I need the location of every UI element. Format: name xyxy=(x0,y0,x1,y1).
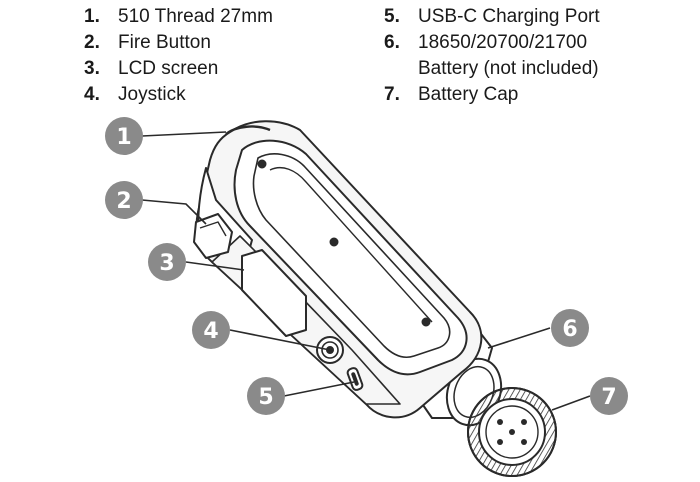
legend-num: 3. xyxy=(84,58,100,79)
callout-2: 2 xyxy=(105,181,143,219)
legend-num: 7. xyxy=(384,84,400,105)
legend-label: 18650/20700/21700 xyxy=(418,32,588,53)
leader-line-4 xyxy=(229,329,331,351)
callout-number: 5 xyxy=(258,385,273,410)
leader-line-7 xyxy=(551,395,591,411)
callout-1: 1 xyxy=(105,117,143,155)
legend-item-2: 2. Fire Button xyxy=(84,30,273,56)
callout-number: 4 xyxy=(203,319,218,344)
callout-5: 5 xyxy=(247,377,285,415)
legend-num: 4. xyxy=(84,84,100,105)
legend-label: Battery (not included) xyxy=(418,58,599,79)
leader-line-3 xyxy=(185,261,245,271)
callout-7: 7 xyxy=(590,377,628,415)
leader-line-6 xyxy=(487,327,551,349)
legend-item-1: 1. 510 Thread 27mm xyxy=(84,4,273,30)
leader-lines xyxy=(141,131,591,411)
screw xyxy=(257,159,267,169)
legend-right: 5. USB-C Charging Port 6. 18650/20700/21… xyxy=(384,4,600,108)
leader-line-5 xyxy=(283,381,355,397)
legend-item-6-cont: Battery (not included) xyxy=(384,56,600,82)
leader-line-1 xyxy=(141,131,227,137)
callout-3: 3 xyxy=(148,243,186,281)
legend-left: 1. 510 Thread 27mm 2. Fire Button 3. LCD… xyxy=(84,4,273,108)
legend-label: Fire Button xyxy=(118,32,211,53)
grip-ridge xyxy=(269,166,433,323)
fire-button xyxy=(193,213,233,259)
callout-number: 3 xyxy=(159,251,174,276)
callout-number: 6 xyxy=(562,317,577,342)
legend-label: USB-C Charging Port xyxy=(418,6,600,27)
callout-6: 6 xyxy=(551,309,589,347)
legend-label: 510 Thread 27mm xyxy=(118,6,273,27)
legend-item-5: 5. USB-C Charging Port xyxy=(384,4,600,30)
screw xyxy=(329,237,339,247)
legend-item-4: 4. Joystick xyxy=(84,82,273,108)
callout-number: 7 xyxy=(601,385,616,410)
device-body xyxy=(193,120,503,427)
legend-num: 6. xyxy=(384,32,400,53)
callout-number: 1 xyxy=(116,125,131,150)
legend-num: 5. xyxy=(384,6,400,27)
lcd-screen xyxy=(241,249,307,337)
legend-item-6: 6. 18650/20700/21700 xyxy=(384,30,600,56)
legend-label: Battery Cap xyxy=(418,84,519,105)
legend-label: LCD screen xyxy=(118,58,219,79)
legend-item-7: 7. Battery Cap xyxy=(384,82,600,108)
screw xyxy=(421,317,431,327)
legend-item-3: 3. LCD screen xyxy=(84,56,273,82)
leader-line-2 xyxy=(141,199,207,225)
legend-num: 1. xyxy=(84,6,100,27)
thread-top xyxy=(225,125,271,135)
grip-inner xyxy=(252,153,451,359)
legend-label: Joystick xyxy=(118,84,186,105)
callout-4: 4 xyxy=(192,311,230,349)
battery-cap xyxy=(467,387,557,477)
legend-num: 2. xyxy=(84,32,100,53)
callout-number: 2 xyxy=(116,189,131,214)
